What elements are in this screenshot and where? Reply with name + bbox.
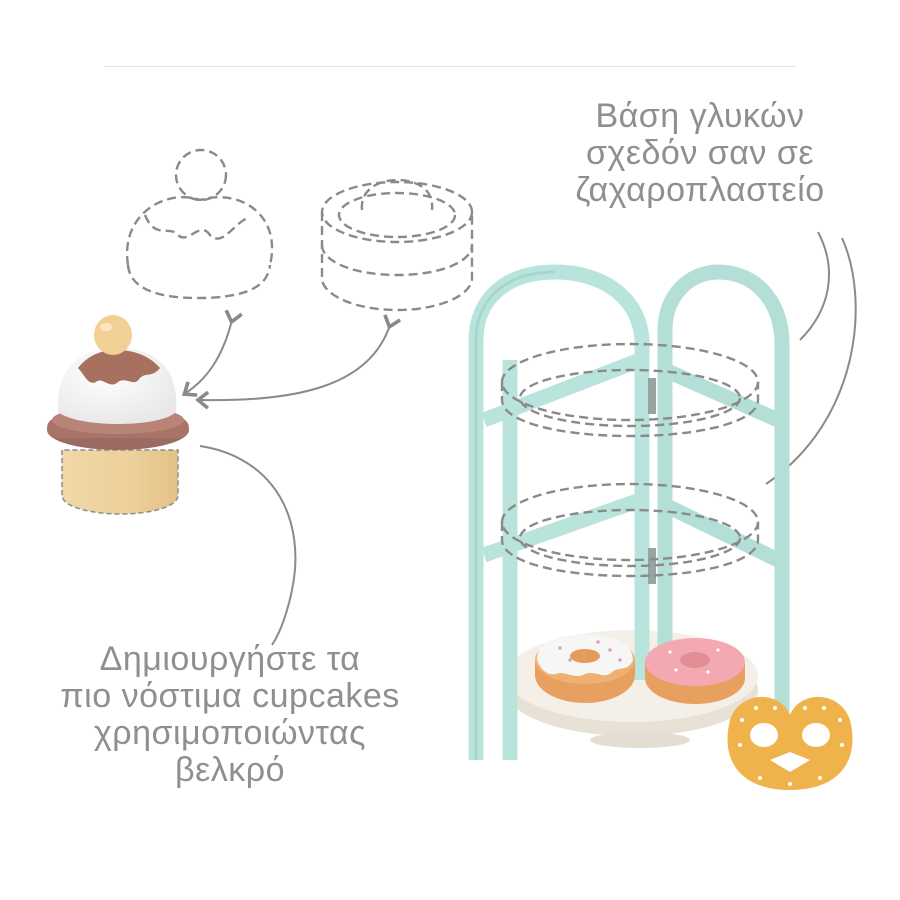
donut-icon [535,635,635,703]
arrow-to-topping [181,309,243,397]
cupcake-caption: Δημιουργήστε τα πιο νόστιμα cupcakes χρη… [30,641,430,789]
arrow-to-layer [195,314,402,410]
stand-caption-line-2: σχεδόν σαν σε [586,134,814,172]
stand-caption-line-3: ζαχαροπλαστείο [575,171,825,209]
cupcake-caption-line-2: πιο νόστιμα cupcakes [60,677,400,715]
stand-pointer-line-2 [765,237,857,485]
cupcake-caption-line-1: Δημιουργήστε τα [99,640,361,678]
cake-layer-outline-icon [320,178,474,312]
pretzel-icon [727,696,853,790]
cupcake-pointer-line [199,445,297,646]
top-divider [104,66,796,67]
cupcake-outline-icon [125,148,274,300]
donut-icon [645,638,745,704]
stand-caption: Βάση γλυκών σχεδόν σαν σε ζαχαροπλαστείο [520,98,880,209]
cupcake-caption-line-4: βελκρό [175,751,285,789]
cupcake-toy-icon [47,315,189,515]
cupcake-caption-line-3: χρησιμοποιώντας [93,714,367,752]
stand-pointer-line-1 [799,231,830,341]
stand-caption-line-1: Βάση γλυκών [595,97,805,135]
